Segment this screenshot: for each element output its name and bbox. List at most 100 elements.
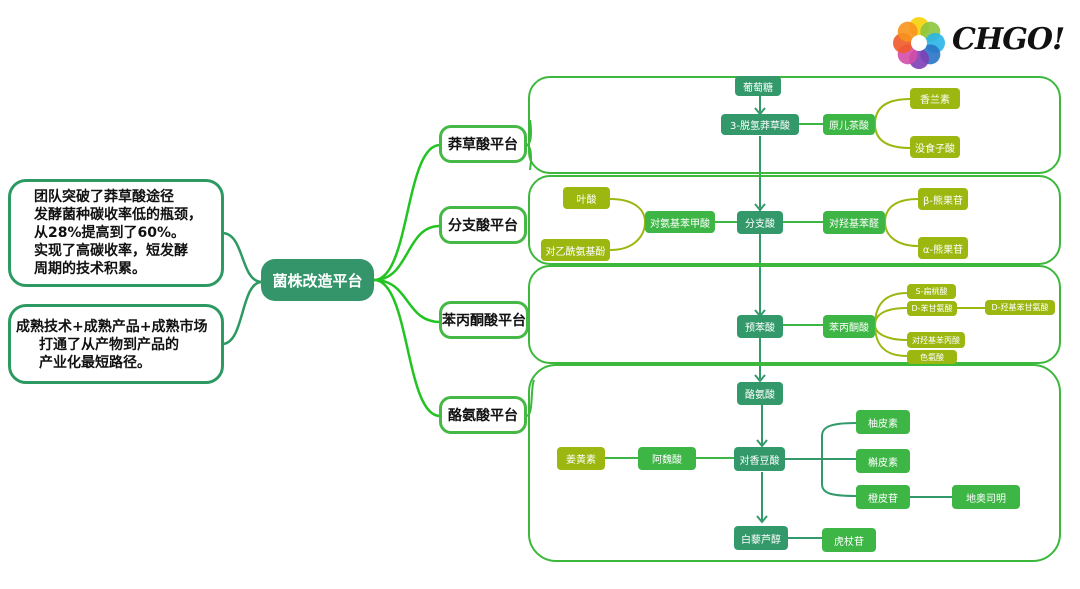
node-d-phenylglycine[interactable]: D-苯甘氨酸 bbox=[907, 301, 957, 316]
node-label: 橙皮苷 bbox=[868, 493, 898, 505]
node-hesperidin[interactable]: 橙皮苷 bbox=[856, 485, 910, 509]
node-label: 叶酸 bbox=[576, 194, 597, 206]
node-label: 对氨基苯甲酸 bbox=[650, 218, 710, 230]
node-label: 香兰素 bbox=[920, 95, 950, 106]
node-resveratrol[interactable]: 白藜芦醇 bbox=[734, 526, 788, 550]
arrow-coumaric-resveratrol bbox=[756, 472, 768, 524]
node-label: 分支酸 bbox=[745, 219, 775, 230]
flower-logo-icon bbox=[893, 17, 945, 69]
root-node[interactable]: 菌株改造平台 bbox=[261, 259, 374, 301]
node-chorismate[interactable]: 分支酸 bbox=[737, 211, 783, 234]
node-label: 苯丙酮酸 bbox=[829, 323, 869, 334]
node-gallic[interactable]: 没食子酸 bbox=[910, 136, 960, 158]
note-line: 产业化最短路径。 bbox=[39, 355, 151, 371]
platform-chorismate[interactable]: 分支酸平台 bbox=[439, 206, 527, 244]
link-root-p2 bbox=[373, 224, 441, 282]
node-tyrosine[interactable]: 酪氨酸 bbox=[737, 382, 783, 405]
node-naringenin[interactable]: 柚皮素 bbox=[856, 410, 910, 434]
node-polydatin[interactable]: 虎杖苷 bbox=[822, 528, 876, 552]
node-label: D-羟基苯甘氨酸 bbox=[991, 303, 1049, 312]
node-paba[interactable]: 对氨基苯甲酸 bbox=[645, 211, 715, 233]
node-label: 葡萄糖 bbox=[743, 82, 773, 94]
panel-chorismate bbox=[528, 175, 1061, 265]
link-pca-vanillin bbox=[874, 98, 911, 125]
node-b-arbutin[interactable]: β-熊果苷 bbox=[918, 188, 968, 210]
link-brace-hesperidin bbox=[821, 459, 857, 497]
node-label: 对香豆酸 bbox=[739, 455, 780, 467]
logo-text: CHGO! bbox=[952, 22, 1065, 57]
node-hba[interactable]: 对羟基苯醛 bbox=[823, 211, 885, 234]
link-paracetamol-paba bbox=[609, 221, 646, 251]
platform-label: 酪氨酸平台 bbox=[448, 408, 518, 424]
node-label: 色氨酸 bbox=[920, 352, 944, 362]
link-folate-paba bbox=[609, 198, 646, 223]
note-line: 实现了高碳收率，短发酵 bbox=[34, 243, 188, 259]
platform-label: 分支酸平台 bbox=[448, 218, 518, 234]
node-label: 对羟基苯丙酸 bbox=[912, 335, 960, 345]
link-brace-naringenin bbox=[821, 422, 857, 459]
platform-label: 莽草酸平台 bbox=[448, 137, 518, 153]
node-coumaric[interactable]: 对香豆酸 bbox=[734, 447, 785, 471]
node-prephenate[interactable]: 预苯酸 bbox=[737, 315, 783, 338]
node-label: 对羟基苯醛 bbox=[829, 219, 879, 230]
note-line: 成熟技术+成熟产品+成熟市场 bbox=[16, 319, 208, 335]
node-curcumin[interactable]: 姜黄素 bbox=[557, 447, 605, 470]
note-line: 团队突破了莽草酸途径 bbox=[34, 189, 174, 205]
node-phenylpyruvate[interactable]: 苯丙酮酸 bbox=[823, 315, 875, 338]
panel-tyrosine bbox=[528, 364, 1061, 562]
node-label: 地奥司明 bbox=[966, 493, 1006, 505]
arrow-dhs-chorismate bbox=[754, 203, 766, 212]
link-ppa-dphg bbox=[874, 307, 908, 326]
node-hesperetin[interactable]: 槲皮素 bbox=[856, 449, 910, 473]
node-label: D-苯甘氨酸 bbox=[911, 304, 953, 313]
link-root-p1 bbox=[373, 143, 441, 282]
link-root-p4 bbox=[373, 278, 441, 418]
node-a-arbutin[interactable]: α-熊果苷 bbox=[918, 237, 968, 259]
link-note1-root bbox=[221, 231, 263, 284]
node-label: 柚皮素 bbox=[868, 418, 898, 430]
link-note2-root bbox=[221, 280, 263, 346]
node-hydroxyphenylpropionic[interactable]: 对羟基苯丙酸 bbox=[907, 332, 965, 348]
node-s-mandelic[interactable]: S-扁桃酸 bbox=[907, 284, 956, 299]
platform-shikimate[interactable]: 莽草酸平台 bbox=[439, 125, 527, 163]
note-line: 打通了从产物到产品的 bbox=[39, 337, 179, 353]
node-label: β-熊果苷 bbox=[923, 195, 963, 207]
platform-label: 苯丙酮酸平台 bbox=[442, 313, 526, 329]
node-label: 槲皮素 bbox=[868, 457, 898, 469]
note-line: 从28%提高到了60%。 bbox=[34, 225, 186, 241]
link-pca-gallic bbox=[874, 123, 911, 149]
panel-shikimate bbox=[528, 76, 1061, 174]
node-glucose[interactable]: 葡萄糖 bbox=[735, 76, 781, 96]
node-paracetamol[interactable]: 对乙酰氨基酚 bbox=[541, 239, 610, 261]
root-label: 菌株改造平台 bbox=[272, 271, 363, 290]
node-label: 阿魏酸 bbox=[652, 455, 682, 466]
node-folate[interactable]: 叶酸 bbox=[563, 187, 610, 209]
platform-phenylpyruvate[interactable]: 苯丙酮酸平台 bbox=[439, 301, 529, 339]
note-line: 发酵菌种碳收率低的瓶颈， bbox=[34, 207, 202, 223]
node-tryptophan[interactable]: 色氨酸 bbox=[907, 350, 957, 364]
node-dhs[interactable]: 3-脱氢莽草酸 bbox=[721, 114, 799, 135]
node-ferulic[interactable]: 阿魏酸 bbox=[638, 447, 696, 470]
node-protocatechuic[interactable]: 原儿茶酸 bbox=[823, 114, 875, 135]
node-vanillin[interactable]: 香兰素 bbox=[910, 88, 960, 109]
link-hba-aarbutin bbox=[884, 221, 919, 247]
platform-tyrosine[interactable]: 酪氨酸平台 bbox=[439, 396, 527, 434]
link-ppa-trp bbox=[874, 324, 908, 357]
arrow-prephenate-tyrosine bbox=[754, 374, 766, 383]
link-root-p3 bbox=[373, 278, 441, 324]
note-carbon-yield: 团队突破了莽草酸途径 发酵菌种碳收率低的瓶颈， 从28%提高到了60%。 实现了… bbox=[8, 179, 224, 287]
node-d-hydroxyphenylglycine[interactable]: D-羟基苯甘氨酸 bbox=[985, 300, 1055, 315]
node-label: 对乙酰氨基酚 bbox=[545, 246, 606, 258]
note-line: 周期的技术积累。 bbox=[34, 261, 146, 277]
node-label: 姜黄素 bbox=[566, 455, 596, 466]
node-label: 原儿茶酸 bbox=[829, 121, 869, 132]
node-label: 白藜芦醇 bbox=[741, 534, 781, 546]
panel-phenylpyruvate bbox=[528, 265, 1061, 364]
node-label: 没食子酸 bbox=[915, 143, 955, 155]
node-label: 虎杖苷 bbox=[834, 536, 864, 548]
node-diosmin[interactable]: 地奥司明 bbox=[952, 485, 1020, 509]
note-industrialization: 成熟技术+成熟产品+成熟市场 打通了从产物到产品的 产业化最短路径。 bbox=[8, 304, 224, 384]
node-label: α-熊果苷 bbox=[922, 244, 964, 256]
logo-center bbox=[911, 35, 927, 51]
